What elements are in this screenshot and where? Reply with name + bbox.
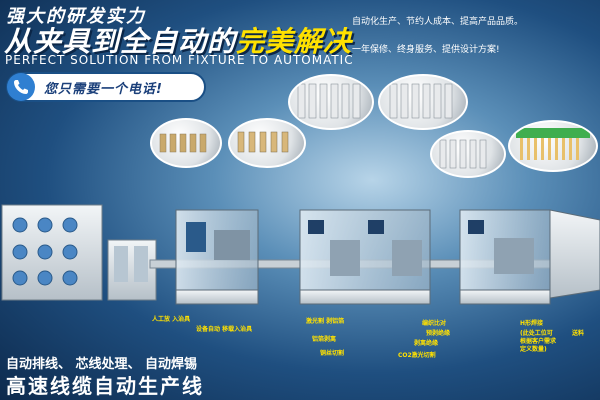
footer-title: 高速线缆自动生产线 [6,374,204,398]
english-subtitle: PERFECT SOLUTION FROM FIXTURE TO AUTOMAT… [5,53,354,67]
caption-braid-cutting: 铜丝切割 [320,350,345,357]
main-title-part2: 完美解决 [236,25,353,58]
detail-photo-stripped [228,118,306,168]
call-button[interactable]: 您只需要一个电话! [6,72,206,102]
caption-special-process: (此处工位可 根据客户需求 定义数量) [520,330,557,353]
main-title-part1: 从夹具到全自动的 [4,25,237,58]
caption-tin-soldering: H形焊接 [520,320,544,327]
detail-photo-fixture [150,118,222,168]
caption-device-loading: 设备自动 移载入治具 [196,326,253,333]
production-line-illustration [1,204,600,305]
caption-pre-strip: 预剥绝缘 [426,330,451,337]
caption-foil-peeling: 铝箔剥离 [312,336,337,343]
caption-wire-check: 编织比对 [422,320,447,327]
main-title: 从夹具到全自动的完美解决 [4,20,352,60]
caption-strip-insulation: 剥离绝缘 [414,340,439,347]
caption-co2-cutting: CO2激光切割 [398,352,436,359]
detail-photo-cables-1 [288,74,374,130]
phone-icon [6,72,36,102]
caption-manual-loading: 人工放 入治具 [152,316,191,323]
feature-line-1: 自动化生产、节约人成本、提高产品品质。 [352,17,524,27]
caption-insulation-cutting: 激光割 剥铝箔 [306,318,345,325]
footer-features: 自动排线、 芯线处理、 自动焊锡 [6,357,198,372]
feature-line-2: 一年保修、终身服务、提供设计方案! [352,45,500,55]
caption-unloading: 送料 [572,330,585,337]
detail-photo-cables-2 [378,74,468,130]
tagline: 强大的研发实力 [6,6,146,27]
detail-photo-cables-3 [430,130,506,178]
detail-photo-pcb [508,120,598,172]
call-label: 您只需要一个电话! [44,81,163,97]
